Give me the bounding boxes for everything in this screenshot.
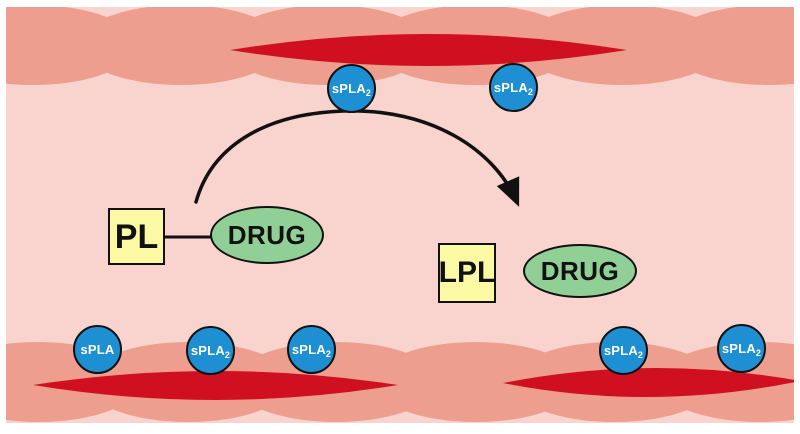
spla2-label: sPLA2 [603,343,644,360]
spla2-enzyme: sPLA2 [717,324,766,373]
spla2-label: sPLA2 [331,81,372,98]
pl-label: PL [114,217,159,256]
spla2-enzyme: sPLA2 [599,326,648,375]
spla2-label: sPLA2 [721,341,762,358]
red-membrane-streak-bottom-left [33,371,398,400]
pl-box: PL [108,208,165,265]
endothelial-cell-row-top [6,7,794,85]
spla2-enzyme: sPLA2 [327,64,376,113]
endothelial-cell [519,7,725,85]
spla2-enzyme: sPLA2 [186,326,235,375]
red-membrane-streak-top [230,34,627,66]
spla2-enzyme: sPLA [73,325,122,374]
drug-ellipse-released: DRUG [523,244,637,298]
endothelial-cell [78,7,284,85]
lpl-label: LPL [438,256,496,289]
drug-ellipse-conjugated: DRUG [210,206,324,264]
spla2-label: sPLA2 [291,342,332,359]
drug-label: DRUG [540,256,620,286]
lpl-box: LPL [438,243,496,303]
drug-label: DRUG [227,220,307,250]
red-membrane-streak-bottom-right [503,368,794,397]
spla2-enzyme: sPLA2 [287,325,336,374]
endothelial-cell [666,7,794,85]
spla2-label: sPLA [80,342,115,357]
spla2-label: sPLA2 [190,343,231,360]
spla2-label: sPLA2 [493,80,534,97]
spla2-enzyme: sPLA2 [489,63,538,112]
